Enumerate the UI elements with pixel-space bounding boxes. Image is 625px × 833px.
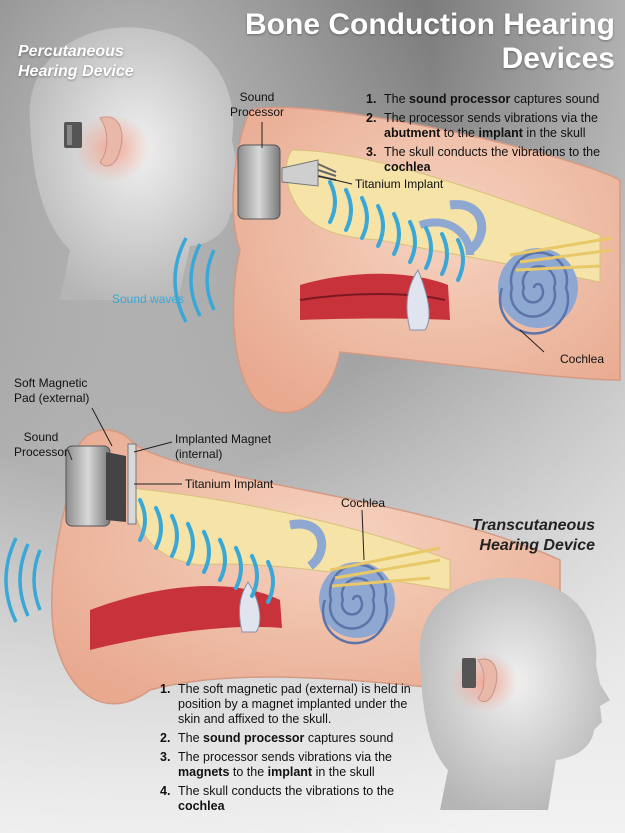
sound-processor-top (237, 144, 281, 220)
sound-waves-icon (173, 237, 216, 323)
page-title: Bone Conduction Hearing Devices (245, 8, 615, 75)
step-number: 4. (160, 784, 171, 798)
step-emphasis: implant (478, 126, 523, 140)
transcutaneous-steps: 1. The soft magnetic pad (external) is he… (160, 682, 430, 818)
step-item: 1. The soft magnetic pad (external) is he… (160, 682, 430, 727)
step-text: The processor sends vibrations via the (384, 111, 598, 125)
label-implanted-magnet: Implanted Magnet (internal) (175, 432, 272, 461)
step-text: The soft magnetic pad (external) is held… (178, 682, 411, 726)
label-sound-waves: Sound waves (112, 292, 185, 306)
head-percutaneous (29, 27, 246, 300)
head-transcutaneous (419, 577, 610, 810)
step-item: 1. The sound processor captures sound (366, 92, 614, 107)
step-item: 3. The skull conducts the vibrations to t… (366, 145, 614, 175)
step-item: 4. The skull conducts the vibrations to t… (160, 784, 430, 814)
step-text: captures sound (510, 92, 600, 106)
step-emphasis: cochlea (178, 799, 225, 813)
step-number: 2. (160, 731, 171, 745)
vibration-waves-top (328, 180, 465, 282)
step-number: 1. (366, 92, 377, 106)
step-text: to the (229, 765, 268, 779)
step-text: to the (440, 126, 479, 140)
step-number: 3. (160, 750, 171, 764)
vibration-waves-bottom (138, 498, 275, 604)
percutaneous-heading: Percutaneous Hearing Device (18, 43, 134, 80)
label-titanium-implant-top: Titanium Implant (355, 177, 444, 191)
percutaneous-steps: 1. The sound processor captures sound 2. Th… (366, 92, 614, 179)
transcutaneous-heading: Transcutaneous Hearing Device (471, 517, 595, 554)
step-text: The (384, 92, 410, 106)
step-text: The (178, 731, 204, 745)
ear-cross-section-percutaneous (173, 106, 621, 414)
step-emphasis: implant (267, 765, 313, 779)
step-item: 2. The processor sends vibrations via the… (366, 111, 614, 141)
label-cochlea-top: Cochlea (560, 352, 605, 366)
step-emphasis: sound processor (409, 92, 511, 106)
step-text: in the skull (312, 765, 375, 779)
step-emphasis: sound processor (203, 731, 305, 745)
step-item: 3. The processor sends vibrations via the… (160, 750, 430, 780)
label-sound-processor-bottom: Sound Processor (13, 430, 69, 459)
step-text: in the skull (522, 126, 586, 140)
label-soft-magnetic-pad: Soft Magnetic Pad (external) (14, 376, 90, 405)
step-item: 2. The sound processor captures sound (160, 731, 430, 746)
step-text: The skull conducts the vibrations to the (384, 145, 601, 159)
processor-on-head-icon (64, 122, 82, 148)
step-number: 1. (160, 682, 171, 696)
label-titanium-implant-bottom: Titanium Implant (185, 477, 274, 491)
label-cochlea-bottom: Cochlea (341, 496, 386, 510)
step-text: The processor sends vibrations via the (178, 750, 392, 764)
step-number: 3. (366, 145, 377, 159)
step-text: The skull conducts the vibrations to the (178, 784, 395, 798)
soft-magnetic-pad-icon (106, 452, 126, 522)
step-emphasis: cochlea (384, 160, 431, 174)
step-text: captures sound (304, 731, 394, 745)
leader-lines (67, 122, 545, 561)
label-sound-processor-top: Sound Processor (229, 90, 285, 119)
step-emphasis: magnets (178, 765, 230, 779)
sound-processor-bottom (65, 445, 111, 527)
step-number: 2. (366, 111, 377, 125)
step-emphasis: abutment (384, 126, 441, 140)
